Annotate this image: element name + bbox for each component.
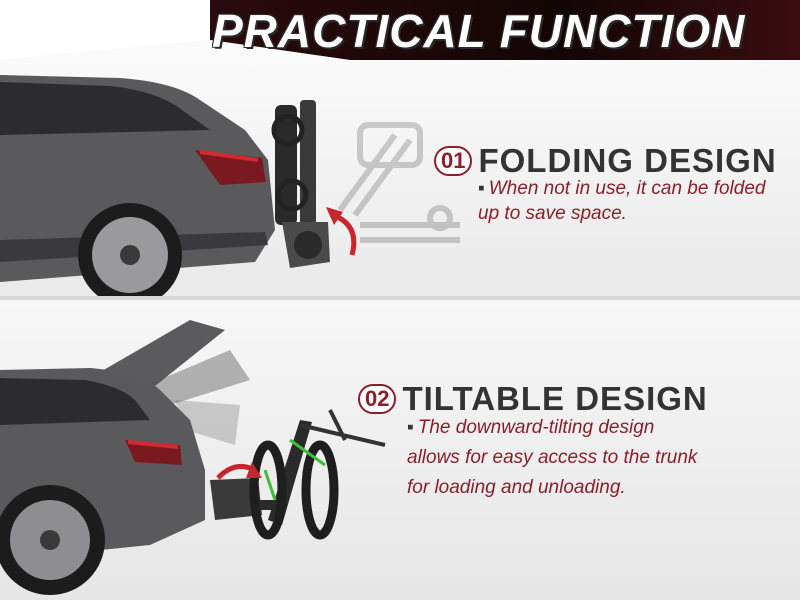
feature-title: TILTABLE DESIGN bbox=[402, 380, 708, 417]
suv-rear-illustration bbox=[0, 75, 275, 300]
feature-title: FOLDING DESIGN bbox=[478, 142, 777, 179]
square-bullet-icon: ▪ bbox=[478, 178, 485, 199]
page-title: PRACTICAL FUNCTION bbox=[212, 5, 746, 57]
feature-description-text: When not in use, it can be folded up to … bbox=[478, 178, 766, 224]
tiltable-panel bbox=[0, 300, 800, 600]
tailgate-ghosts bbox=[95, 320, 250, 445]
square-bullet-icon: ▪ bbox=[407, 417, 414, 438]
feature-number-badge: 02 bbox=[358, 384, 397, 414]
section-divider bbox=[0, 296, 800, 301]
ghost-rack bbox=[337, 122, 460, 243]
bike-rack-tilted-with-bikes bbox=[210, 409, 386, 540]
feature-number-badge: 01 bbox=[434, 146, 473, 176]
feature-folding-heading: 01 FOLDING DESIGN bbox=[434, 142, 777, 180]
folding-scene-illustration bbox=[0, 75, 460, 300]
tiltable-scene-illustration bbox=[0, 320, 386, 595]
folding-panel bbox=[0, 60, 800, 300]
feature-tiltable-description: ▪The downward-tilting design allows for … bbox=[407, 413, 707, 503]
suv-rear-open-trunk-illustration bbox=[0, 368, 205, 595]
bike-rack-upright bbox=[271, 100, 330, 268]
feature-folding-description: ▪When not in use, it can be folded up to… bbox=[478, 176, 788, 226]
feature-description-text: The downward-tilting design allows for e… bbox=[407, 417, 698, 498]
feature-tiltable-heading: 02 TILTABLE DESIGN bbox=[358, 380, 708, 418]
